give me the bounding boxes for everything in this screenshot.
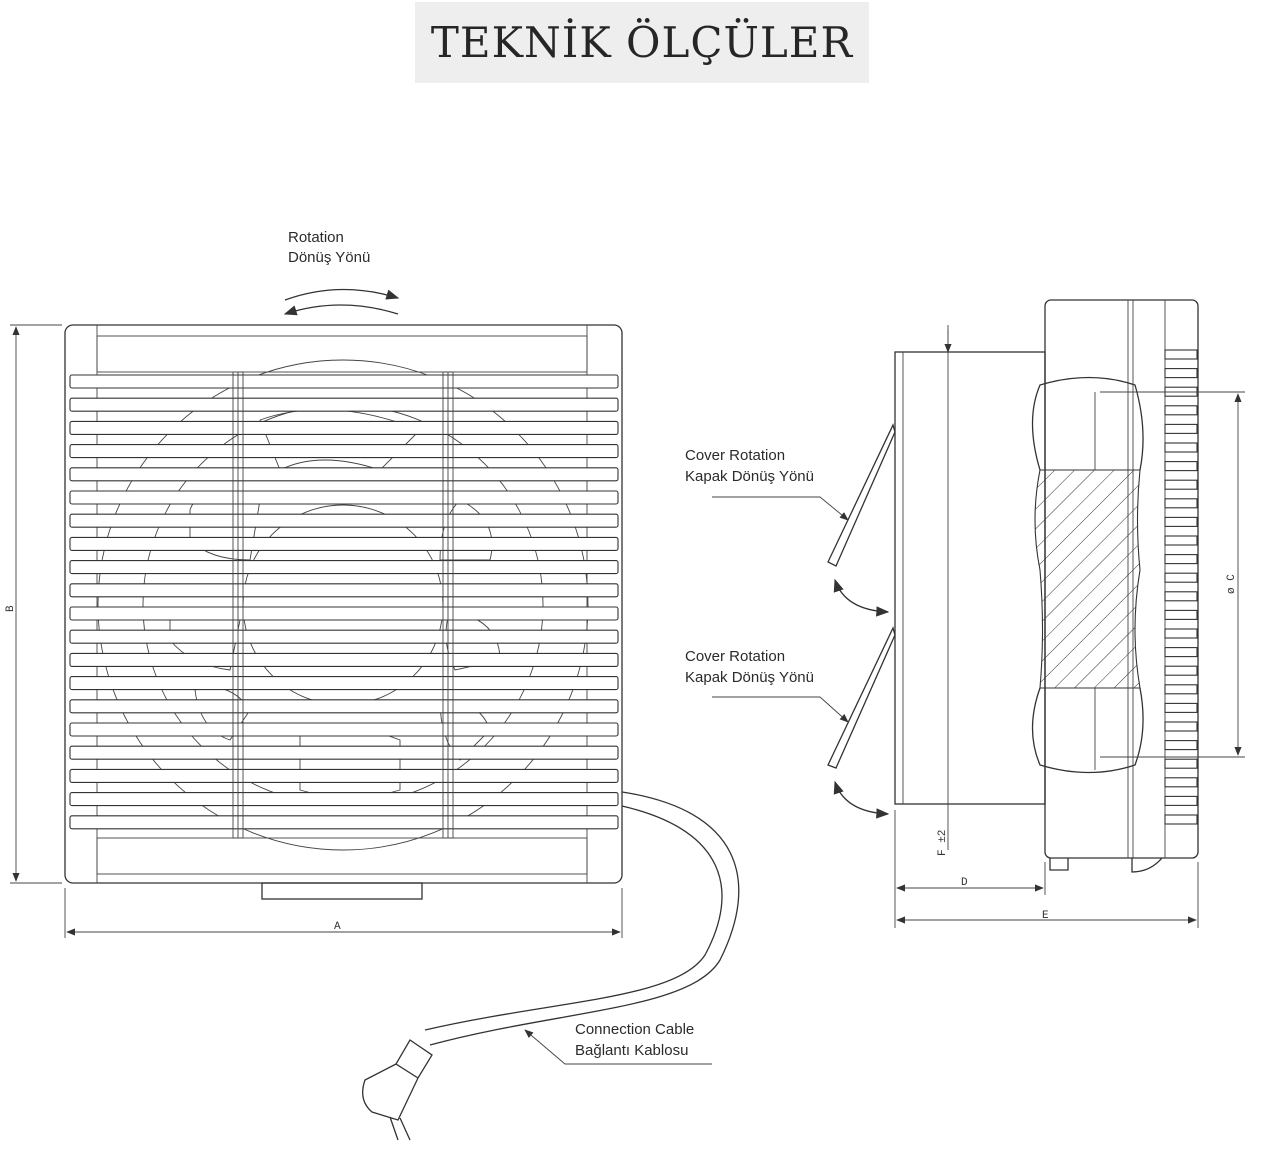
side-fin: [1164, 591, 1198, 602]
rotation-label-tr: Dönüş Yönü: [288, 249, 370, 266]
cable-label-tr: Bağlantı Kablosu: [575, 1042, 688, 1059]
side-fin: [1164, 479, 1198, 490]
rotation-label-en: Rotation: [288, 229, 344, 246]
grille-slat: [69, 583, 619, 598]
grille-slat: [69, 676, 619, 691]
side-fin: [1164, 349, 1198, 360]
grille-slat: [69, 606, 619, 621]
grille-slat: [69, 536, 619, 551]
grille-slat: [69, 768, 619, 783]
cable-label-en: Connection Cable: [575, 1021, 694, 1038]
side-fin: [1164, 758, 1198, 769]
page-title: TEKNİK ÖLÇÜLER: [430, 18, 854, 67]
grille-slat: [69, 722, 619, 737]
side-view: [524, 299, 1245, 1065]
title-banner: TEKNİK ÖLÇÜLER: [415, 2, 869, 83]
grille-slat: [69, 745, 619, 760]
grille-slat: [69, 513, 619, 528]
cover-rotation-label-en-1: Cover Rotation: [685, 447, 785, 464]
grille-slat: [69, 397, 619, 412]
cover-rotation-label-tr-2: Kapak Dönüş Yönü: [685, 669, 814, 686]
side-fin: [1164, 665, 1198, 676]
side-fin: [1164, 368, 1198, 379]
side-fin: [1164, 647, 1198, 658]
grille-slat: [69, 629, 619, 644]
grille-slat: [69, 699, 619, 714]
side-fin: [1164, 702, 1198, 713]
grille-slat: [69, 374, 619, 389]
side-fin: [1164, 814, 1198, 825]
side-fin: [1164, 535, 1198, 546]
side-fin: [1164, 795, 1198, 806]
dimension-c-label: ø C: [1226, 574, 1238, 594]
side-fin: [1164, 609, 1198, 620]
grille-slat: [69, 420, 619, 435]
dimension-b-label: B: [5, 605, 17, 612]
side-fin: [1164, 554, 1198, 565]
dimension-a-label: A: [334, 921, 341, 933]
side-fin: [1164, 516, 1198, 527]
side-fin: [1164, 777, 1198, 788]
side-fin: [1164, 740, 1198, 751]
grille-slat: [69, 467, 619, 482]
side-fin: [1164, 721, 1198, 732]
dimension-f-label: F ±2: [937, 830, 949, 856]
dimension-e-label: E: [1042, 910, 1049, 922]
grille-slat: [69, 490, 619, 505]
cover-rotation-label-en-2: Cover Rotation: [685, 648, 785, 665]
side-fin: [1164, 405, 1198, 416]
grille-slat: [69, 560, 619, 575]
cover-rotation-label-tr-1: Kapak Dönüş Yönü: [685, 468, 814, 485]
grille-slat: [69, 792, 619, 807]
grille-slat: [69, 652, 619, 667]
dimension-d-label: D: [961, 877, 968, 889]
side-fin: [1164, 684, 1198, 695]
side-fin: [1164, 442, 1198, 453]
grille-slat: [69, 444, 619, 459]
side-fin: [1164, 461, 1198, 472]
side-fin: [1164, 572, 1198, 583]
grille-slat: [69, 815, 619, 830]
side-fin: [1164, 628, 1198, 639]
side-fin: [1164, 498, 1198, 509]
front-view: [10, 288, 740, 1141]
side-fin: [1164, 423, 1198, 434]
